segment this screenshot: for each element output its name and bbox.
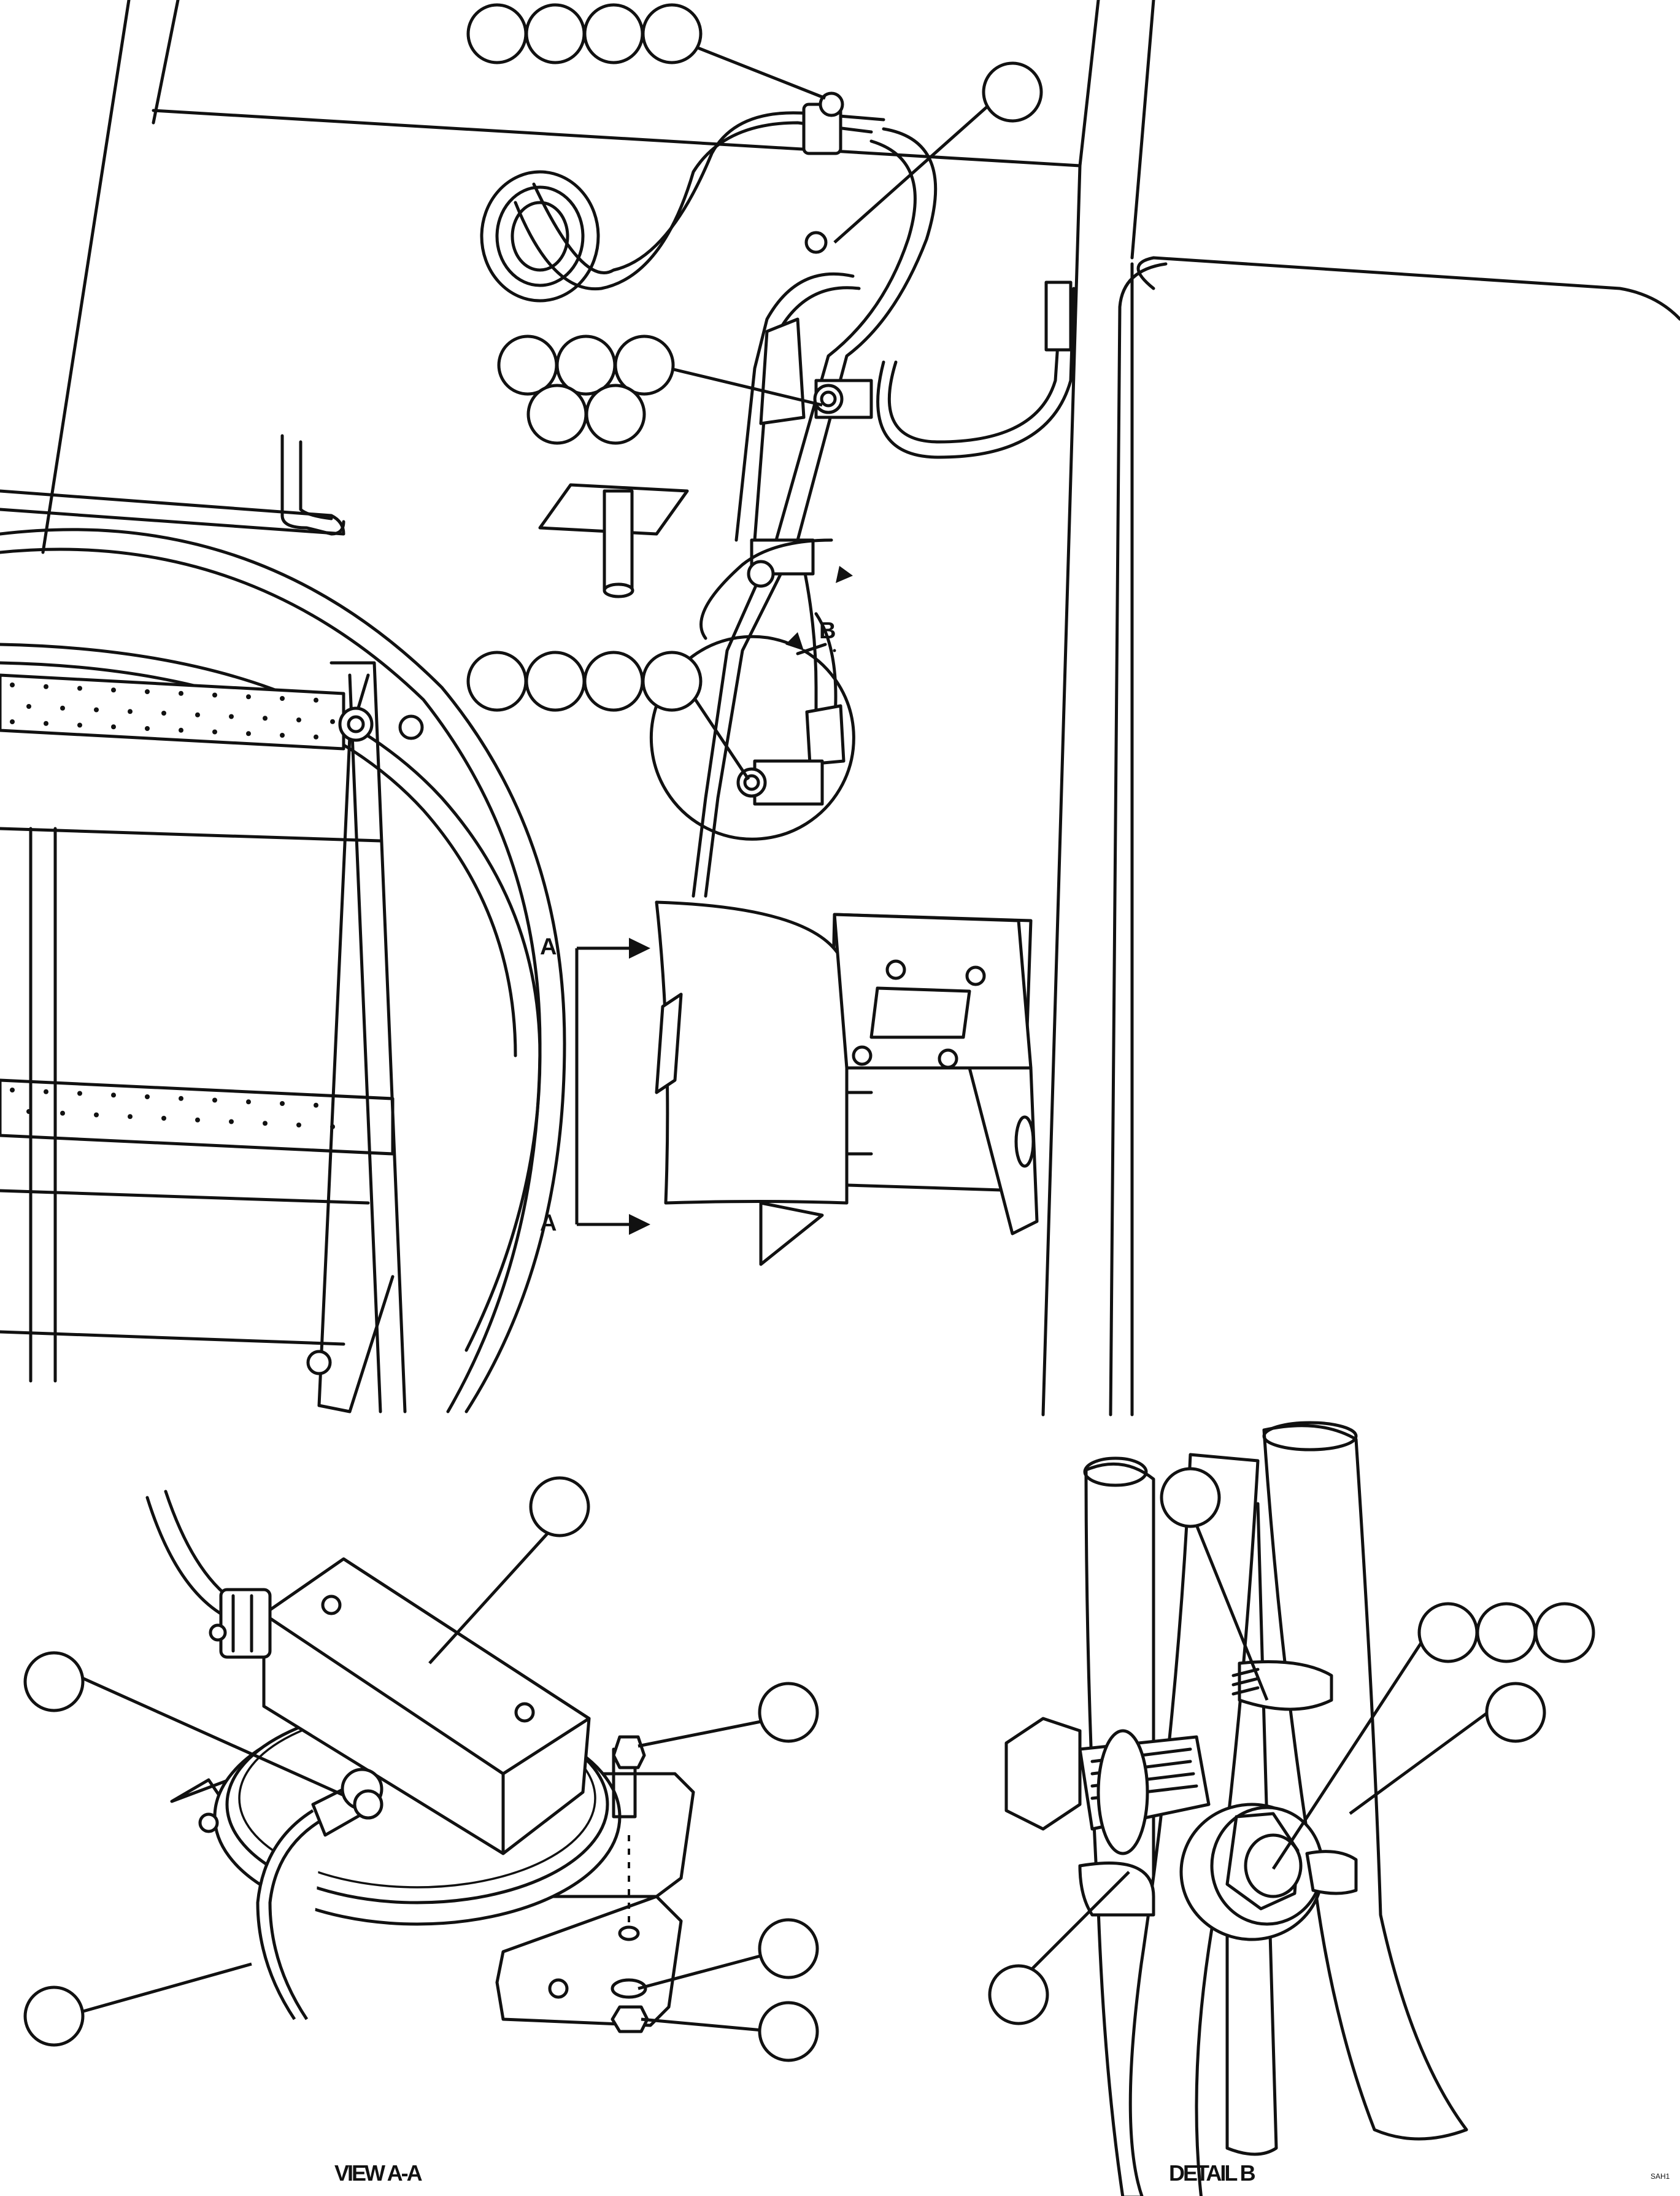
callout-bubble [758,1682,819,1743]
callout-bubble [23,1985,85,2047]
rail-hole [10,1088,15,1092]
rail-hole [280,733,285,738]
callout-bubble [1417,1602,1479,1663]
detail-marker: B [819,618,836,644]
callout-bubble [1160,1467,1221,1528]
rail-hole [44,684,48,689]
section-marker-top: A [540,934,557,960]
callout-bubble [466,651,528,712]
rail-hole [263,716,268,721]
callout-bubble [585,384,646,445]
rail-hole [263,1121,268,1126]
rail-hole [179,690,183,696]
section-marker-bottom: A [540,1210,557,1236]
rail-hole [94,707,99,713]
callout-bubble [988,1964,1049,2025]
rail-hole [296,1123,301,1127]
view-a-a [145,1490,695,2033]
callout-bubble [641,3,703,64]
rail-hole [330,1124,335,1129]
rail-hole [229,714,234,719]
figure-id: SAH1 [1651,2172,1670,2181]
rail-hole [26,1109,31,1114]
rail-hole [111,1092,116,1098]
rail-hole [145,726,150,731]
callout-bubble [529,1476,590,1537]
callout-bubble [525,651,586,712]
rail-hole [246,694,251,700]
leader-lines [75,44,1489,2033]
rail-hole [26,704,31,709]
main-view: A A [0,0,1680,1417]
rail-hole [229,1119,234,1124]
rail-hole [212,1097,217,1103]
rail-hole [60,705,65,711]
rail-hole [179,727,183,733]
rail-hole [94,1112,99,1118]
rail-hole [77,722,82,728]
rail-hole [314,1102,318,1108]
rail-hole [77,686,82,691]
rail-hole [280,1101,285,1106]
rail-holes [10,682,335,1129]
rail-hole [10,682,15,687]
callout-bubble [525,3,586,64]
callout-bubble [758,2001,819,2062]
detail-b [1004,1421,1468,2196]
callout-bubble [758,1918,819,1979]
callout-bubble [641,651,703,712]
rail-hole [296,717,301,722]
rail-hole [246,731,251,737]
rail-hole [280,696,285,701]
rail-hole [161,1116,166,1121]
callout-bubble [466,3,528,64]
callout-bubble [1476,1602,1537,1663]
rail-hole [111,724,116,730]
rail-hole [44,1089,48,1094]
rail-hole [314,697,318,703]
rail-hole [44,721,48,726]
callout-bubble [1534,1602,1595,1663]
rail-hole [195,1117,200,1123]
rail-hole [111,687,116,693]
rail-hole [145,1094,150,1099]
rail-hole [145,689,150,694]
rail-hole [195,712,200,717]
detail-caption: DETAIL B [1169,2160,1255,2186]
rail-hole [314,734,318,740]
rail-hole [179,1096,183,1101]
view-caption: VIEW A-A [334,2160,423,2186]
rail-hole [212,692,217,698]
rail-hole [128,1114,133,1119]
callout-bubble [583,3,644,64]
callout-bubbles [23,3,1595,2062]
callout-bubble [982,61,1043,123]
rail-hole [212,729,217,735]
rail-hole [128,709,133,714]
callout-bubble [526,384,588,445]
callout-bubble [583,651,644,712]
rail-hole [60,1110,65,1116]
rail-hole [77,1091,82,1096]
rail-hole [330,719,335,724]
rail-hole [10,719,15,724]
callout-bubble [23,1651,85,1712]
callout-bubble [614,334,675,396]
rail-hole [246,1099,251,1105]
callout-bubble [1485,1682,1546,1743]
rail-hole [161,711,166,716]
